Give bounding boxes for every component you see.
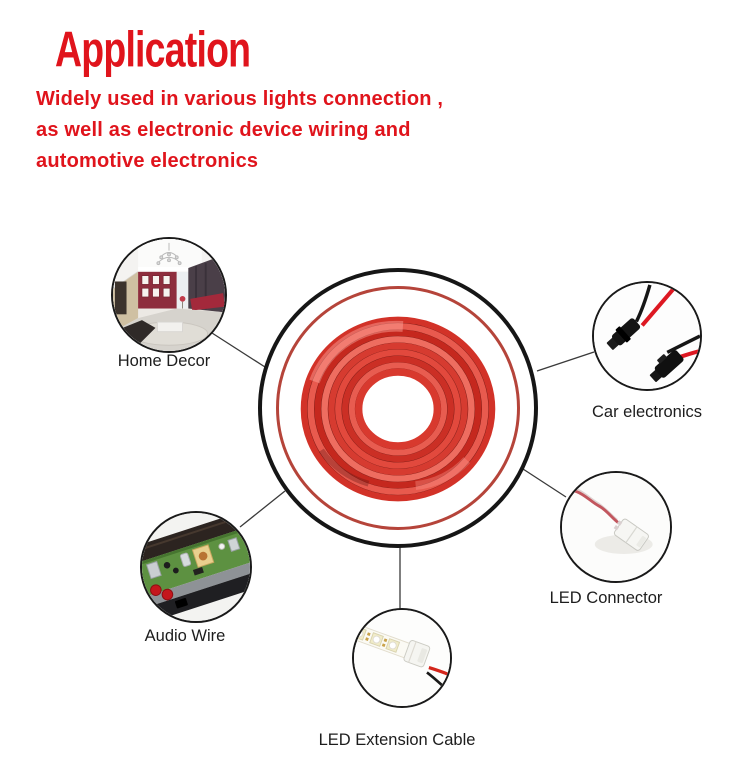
led-extension-label: LED Extension Cable [318, 731, 476, 749]
led-extension-circle [352, 608, 452, 708]
car-connectors-image [594, 283, 700, 389]
coiled-red-wire-image [300, 316, 496, 502]
description-line-3: automotive electronics [36, 150, 259, 172]
line-audio-wire [239, 490, 286, 528]
line-led-connector [522, 468, 567, 498]
line-car-electronics [536, 351, 595, 372]
led-connector-label: LED Connector [549, 589, 663, 607]
audio-wire-circle [140, 511, 252, 623]
amplifier-board-image [142, 513, 250, 621]
wire-coil-circle [258, 268, 538, 548]
led-strip-clip-image [354, 610, 450, 706]
sm-connector-male [606, 318, 641, 350]
line-home-decor [211, 332, 266, 368]
description: Widely used in various lights connection… [36, 84, 443, 177]
car-electronics-circle [592, 281, 702, 391]
sm-connector-female [649, 350, 684, 382]
strip-connector-body [613, 518, 649, 551]
car-electronics-label: Car electronics [591, 403, 703, 421]
red-ring [276, 286, 520, 530]
page-title: Application [55, 23, 251, 79]
chandelier-icon [156, 242, 182, 266]
description-line-2: as well as electronic device wiring and [36, 119, 411, 141]
home-decor-circle [111, 237, 227, 353]
home-decor-label: Home Decor [117, 352, 211, 370]
home-interior-image [113, 239, 225, 351]
audio-wire-label: Audio Wire [144, 627, 226, 645]
led-connector-circle [560, 471, 672, 583]
led-connector-image [562, 473, 670, 581]
description-line-1: Widely used in various lights connection… [36, 88, 444, 110]
